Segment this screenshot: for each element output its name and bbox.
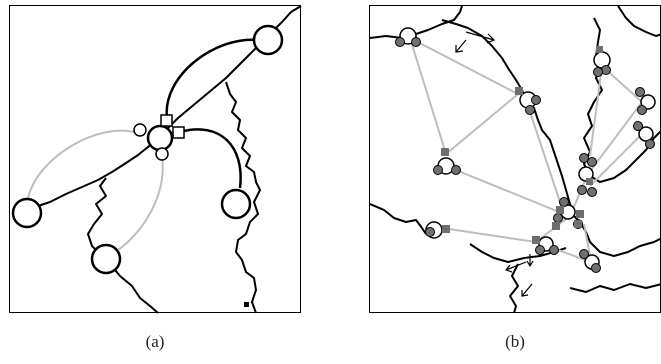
boundary-line-southwest xyxy=(87,177,159,314)
gray-edges xyxy=(409,37,643,263)
square-node xyxy=(441,148,449,156)
boundary-line-southwest xyxy=(509,263,519,314)
square-node xyxy=(556,206,564,214)
arrows xyxy=(455,31,534,297)
square-node xyxy=(552,222,560,230)
square-node xyxy=(442,225,450,233)
small-node xyxy=(587,157,597,167)
arrow-icon xyxy=(526,254,534,268)
black-edge xyxy=(165,38,259,119)
node-large xyxy=(90,243,122,275)
gray-edge xyxy=(527,105,565,215)
small-node xyxy=(395,37,405,47)
small-node xyxy=(579,153,589,163)
square-node xyxy=(515,87,523,95)
small-node xyxy=(577,185,587,195)
gray-edge xyxy=(583,223,591,257)
arrow-icon xyxy=(465,31,496,44)
small-node xyxy=(553,213,563,223)
small-node xyxy=(535,245,545,255)
panel-b-diagram xyxy=(370,6,661,314)
small-node xyxy=(637,105,647,115)
hub-circles xyxy=(399,27,656,270)
square-node xyxy=(574,220,582,228)
arrow-icon xyxy=(504,261,527,273)
nodes xyxy=(11,24,284,275)
gray-edge xyxy=(409,37,447,155)
square-node xyxy=(172,126,185,139)
node-large xyxy=(11,197,43,229)
small-node xyxy=(549,245,559,255)
small-node xyxy=(645,139,655,149)
black-edge xyxy=(179,128,242,189)
gray-edge xyxy=(112,155,164,254)
small-node xyxy=(593,67,603,77)
boundary-line-east xyxy=(225,81,261,314)
node-large xyxy=(220,188,252,220)
small-node xyxy=(425,227,435,237)
small-node xyxy=(587,187,597,197)
panel-b xyxy=(369,5,661,314)
small-node xyxy=(633,121,643,131)
gray-edge xyxy=(445,93,519,155)
node-center xyxy=(146,124,174,152)
square-node xyxy=(596,46,603,53)
gray-edge xyxy=(409,37,519,95)
square-node xyxy=(586,178,593,185)
small-node xyxy=(531,95,541,105)
small-node xyxy=(579,249,589,259)
caption-a: (a) xyxy=(145,332,165,351)
boundary-lines xyxy=(13,6,302,314)
panel-a xyxy=(9,5,302,314)
boundary-line-river xyxy=(441,19,661,257)
node-small xyxy=(133,123,147,137)
boundary-line-north xyxy=(370,6,463,39)
boundary-line-southeast xyxy=(569,283,661,293)
node-small xyxy=(155,147,169,161)
small-node xyxy=(411,37,421,47)
gray-edge xyxy=(441,227,537,243)
gray-edges xyxy=(27,129,164,254)
square-nodes xyxy=(441,46,603,244)
square-node xyxy=(160,114,173,127)
caption-b: (b) xyxy=(505,332,525,351)
black-edges xyxy=(165,38,259,189)
map-marker xyxy=(244,302,249,307)
small-node xyxy=(433,165,443,175)
boundary-line-west xyxy=(370,203,427,235)
arrow-icon xyxy=(521,283,533,297)
boundary-line-northeast xyxy=(617,6,661,37)
small-node xyxy=(525,105,535,115)
small-node xyxy=(451,165,461,175)
arrow-icon xyxy=(455,39,467,53)
small-node xyxy=(559,197,569,207)
node-large xyxy=(252,24,284,56)
square-node xyxy=(576,210,584,218)
hub-circle xyxy=(640,94,656,110)
small-node xyxy=(635,87,645,97)
gray-edge xyxy=(27,129,139,199)
gray-edge xyxy=(589,133,643,187)
square-node xyxy=(532,236,540,244)
small-node xyxy=(591,263,601,273)
gray-edge xyxy=(445,165,565,215)
panel-a-diagram xyxy=(11,6,302,314)
gray-edge xyxy=(589,65,603,157)
